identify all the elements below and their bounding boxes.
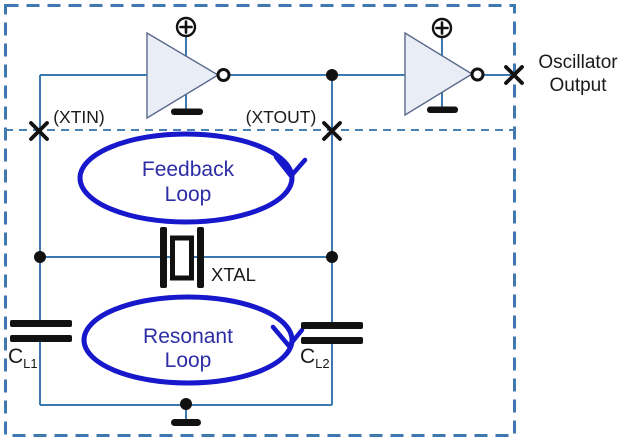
crystal-right-plate (197, 227, 204, 288)
capacitor-cl1 (10, 320, 72, 342)
resonant-loop-label-line2: Loop (165, 349, 212, 372)
bottom-ground-icon (171, 419, 201, 426)
cl2-top-plate (301, 322, 363, 329)
junction-dot-xtout-top (326, 69, 338, 81)
xtout-label: (XTOUT) (246, 107, 317, 127)
inverter1-power-plus-icon (179, 20, 193, 34)
xtin-label: (XTIN) (53, 107, 105, 127)
feedback-loop-label-line1: Feedback (142, 158, 235, 181)
xtal-label: XTAL (211, 264, 256, 285)
chip-boundary-box (4, 4, 516, 437)
cl1-top-plate (10, 320, 72, 327)
junction-dot-crystal-left (34, 251, 46, 263)
crystal-left-plate (160, 227, 167, 288)
capacitor-cl2 (301, 322, 363, 344)
output-pin-marker (504, 65, 524, 85)
cl1-bottom-plate (10, 335, 72, 342)
cl2-label-base: C (300, 345, 315, 368)
xtin-pin-marker (29, 121, 49, 141)
inverter1-ground-icon (171, 108, 203, 115)
crystal-body (170, 235, 194, 281)
cl2-bottom-plate (301, 337, 363, 344)
junction-dot-ground (180, 398, 192, 410)
crystal-symbol (160, 227, 204, 288)
junction-dot-crystal-right (326, 251, 338, 263)
cl2-label-subscript: L2 (315, 356, 329, 371)
resonant-loop-arrow-icon (270, 324, 305, 349)
oscillator-output-label-line1: Oscillator (538, 52, 618, 73)
feedback-loop-label-line2: Loop (165, 183, 212, 206)
inverter1-gate (146, 31, 220, 120)
resonant-loop-label-line1: Resonant (143, 325, 233, 348)
cl1-label-base: C (8, 345, 23, 368)
inverter2-power-plus-icon (435, 21, 449, 35)
cl1-label: CL1 (8, 345, 38, 371)
cl2-label: CL2 (300, 345, 330, 371)
cl1-label-subscript: L1 (23, 356, 37, 371)
inverter1-output-bubble (216, 68, 231, 82)
xtout-pin-marker (322, 121, 342, 141)
feedback-loop-arrow-icon (273, 154, 308, 179)
oscillator-output-label-line2: Output (549, 75, 607, 96)
inverter2-ground-icon (427, 106, 458, 113)
inverter2-output-bubble (470, 67, 485, 82)
inverter2-gate (404, 31, 474, 117)
